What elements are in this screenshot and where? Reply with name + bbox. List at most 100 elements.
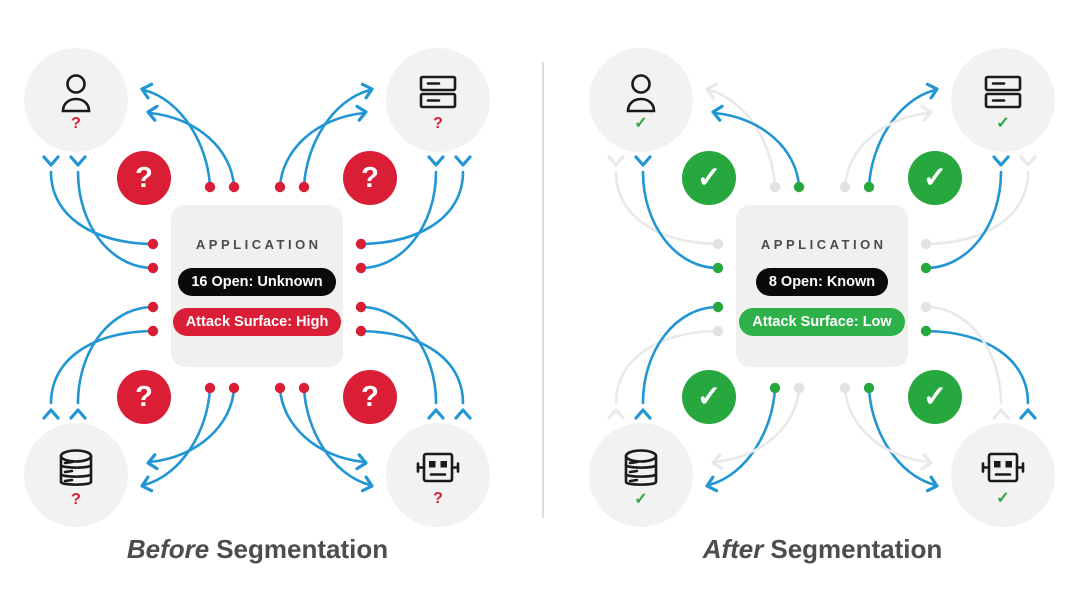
- arrow-tr-in-outer-open: [867, 88, 937, 189]
- after-panel: ✓ ✓: [543, 0, 1086, 598]
- arrowhead-icon: [360, 475, 374, 493]
- port-dot-open: [204, 382, 216, 394]
- arrow-bl-in-inner-blocked: [713, 386, 801, 464]
- port-dot-open: [769, 382, 781, 394]
- port-dot-blocked: [920, 238, 932, 250]
- application-title: APPLICATION: [195, 237, 322, 252]
- node-bot: ?: [386, 423, 490, 527]
- status-badge: ?: [343, 151, 397, 205]
- arrowhead-icon: [992, 155, 1010, 167]
- arrow-tl-out-outer-blocked: [614, 170, 720, 246]
- server-icon: [984, 75, 1022, 108]
- port-dot-open: [863, 382, 875, 394]
- arrowhead-icon: [355, 453, 368, 471]
- arrow-tr-in-inner-blocked: [843, 111, 931, 189]
- arrow-bl-in-outer-open: [707, 386, 777, 487]
- arrow-tr-out-outer-blocked: [924, 170, 1030, 246]
- arrow-bl-out-inner-open: [641, 305, 720, 405]
- connection-arrows: [42, 82, 472, 493]
- arrowhead-icon: [427, 408, 445, 420]
- arrow-tr-in-outer-open: [302, 88, 372, 189]
- arrow-tl-in-inner-open: [148, 111, 236, 189]
- caption-emphasis: After: [702, 534, 764, 564]
- arrowhead-icon: [146, 453, 159, 471]
- status-badge: ?: [117, 370, 171, 424]
- arrow-tr-out-outer-open: [359, 170, 465, 246]
- node-bot: ✓: [951, 423, 1055, 527]
- port-dot-open: [355, 301, 367, 313]
- arrowhead-icon: [42, 155, 60, 167]
- arrow-br-in-inner-blocked: [843, 386, 931, 464]
- arrowhead-icon: [42, 408, 60, 420]
- node-user: ?: [24, 48, 128, 152]
- node-status-glyph: ✓: [996, 114, 1010, 132]
- before-panel: ? ?: [0, 48, 529, 565]
- arrow-bl-out-outer-open: [49, 329, 155, 405]
- arrowhead-icon: [454, 155, 472, 167]
- person-icon: [626, 73, 656, 112]
- arrow-bl-out-outer-blocked: [614, 329, 720, 405]
- arrow-tl-in-outer-open: [142, 88, 212, 189]
- database-icon: [59, 448, 93, 486]
- arrowhead-icon: [925, 82, 939, 100]
- node-status-glyph: ?: [433, 489, 443, 507]
- port-dot-open: [274, 382, 286, 394]
- node-status-glyph: ?: [71, 490, 81, 508]
- status-badge: ✓: [682, 151, 736, 205]
- port-dot-open: [204, 181, 216, 193]
- port-dot-blocked: [712, 325, 724, 337]
- arrowhead-icon: [705, 475, 719, 493]
- arrow-br-out-inner-open: [359, 305, 438, 405]
- arrow-tl-out-inner-open: [641, 170, 720, 270]
- application-card: APPLICATION 16 Open: Unknown Attack Surf…: [171, 205, 343, 367]
- arrowhead-icon: [705, 82, 719, 100]
- node-status-glyph: ?: [71, 114, 81, 132]
- arrowhead-icon: [360, 82, 374, 100]
- badge-glyph: ?: [135, 161, 153, 194]
- caption-rest: Segmentation: [216, 534, 389, 564]
- connection-arrows: [607, 82, 1037, 493]
- badge-glyph: ✓: [922, 161, 948, 194]
- caption-rest: Segmentation: [770, 534, 943, 564]
- arrowhead-icon: [634, 155, 652, 167]
- bot-icon: [981, 452, 1025, 482]
- attack-surface-pill: Attack Surface: Low: [739, 308, 905, 336]
- status-badge: ?: [343, 370, 397, 424]
- arrowhead-icon: [140, 82, 154, 100]
- status-badge: ✓: [682, 370, 736, 424]
- arrow-bl-in-outer-open: [142, 386, 212, 487]
- badge-glyph: ✓: [922, 380, 948, 413]
- arrowhead-icon: [711, 104, 724, 122]
- caption-emphasis: Before: [126, 534, 210, 564]
- arrow-br-out-outer-open: [359, 329, 465, 405]
- badge-glyph: ✓: [696, 380, 722, 413]
- open-ports-pill: 8 Open: Known: [755, 268, 889, 296]
- arrowhead-icon: [454, 408, 472, 420]
- port-dot-open: [298, 382, 310, 394]
- port-dot-open: [147, 262, 159, 274]
- port-dot-open: [712, 262, 724, 274]
- arrow-tl-out-outer-open: [49, 170, 155, 246]
- arrow-bl-in-inner-open: [148, 386, 236, 464]
- node-status-glyph: ✓: [996, 489, 1010, 507]
- port-dot-blocked: [839, 181, 851, 193]
- arrowhead-icon: [920, 453, 933, 471]
- arrowhead-icon: [355, 104, 368, 122]
- application-card: APPLICATION 8 Open: Known Attack Surface…: [736, 205, 908, 367]
- node-status-glyph: ?: [433, 114, 443, 132]
- port-dot-blocked: [769, 181, 781, 193]
- port-dot-open: [920, 262, 932, 274]
- arrowhead-icon: [925, 475, 939, 493]
- arrowhead-icon: [607, 408, 625, 420]
- arrowhead-icon: [920, 104, 933, 122]
- node-server: ✓: [951, 48, 1055, 152]
- arrow-br-in-inner-open: [278, 386, 366, 464]
- bot-icon: [416, 452, 460, 482]
- port-dot-open: [147, 238, 159, 250]
- server-icon: [419, 75, 457, 108]
- node-database: ✓: [589, 423, 693, 527]
- port-dot-open: [863, 181, 875, 193]
- arrowhead-icon: [427, 155, 445, 167]
- arrowhead-icon: [1019, 408, 1037, 420]
